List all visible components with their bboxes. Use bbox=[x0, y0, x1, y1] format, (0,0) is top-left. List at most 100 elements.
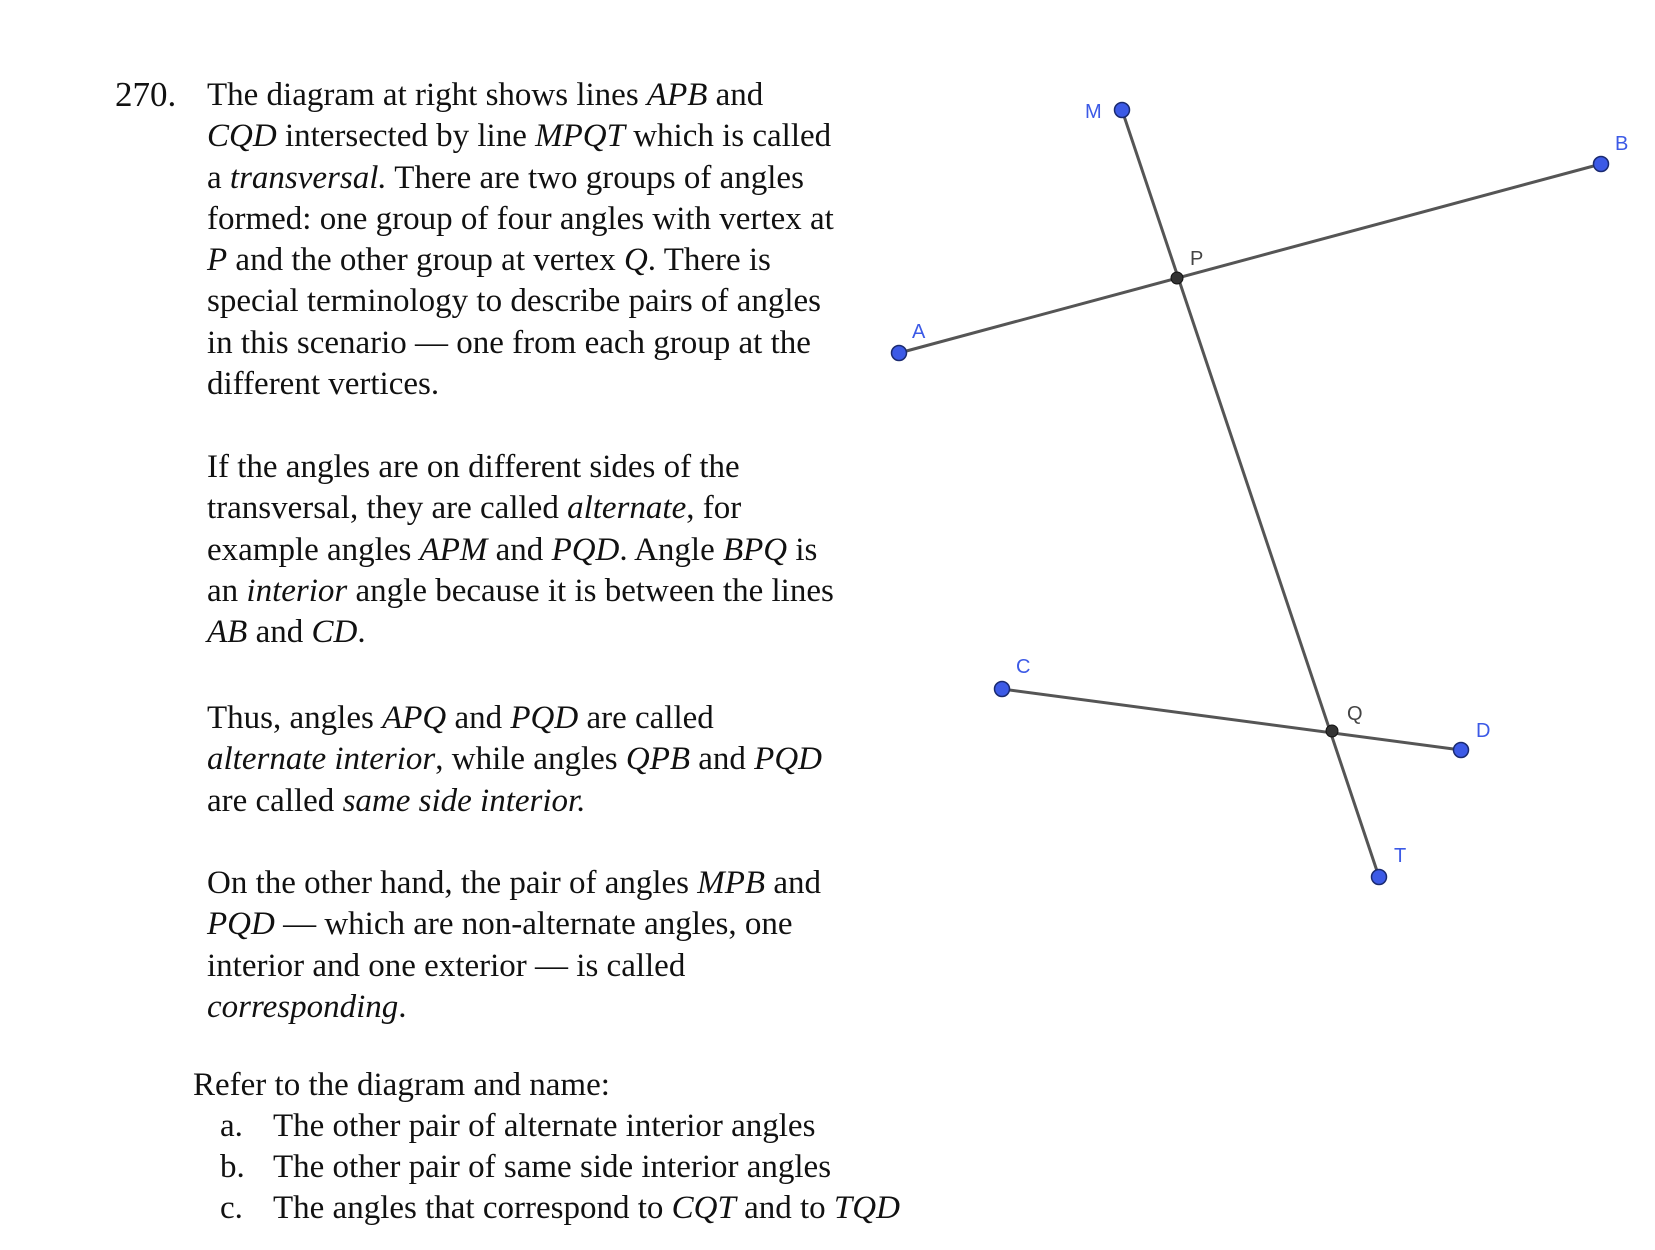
paragraph-4: On the other hand, the pair of angles MP… bbox=[207, 863, 821, 1028]
text-line: a transversal. There are two groups of a… bbox=[207, 158, 834, 199]
text-run: The diagram at right shows lines bbox=[207, 77, 647, 113]
point-B bbox=[1592, 155, 1610, 173]
italic-term: interior bbox=[246, 572, 348, 609]
text-line: If the angles are on different sides of … bbox=[207, 447, 834, 488]
text-run: in this scenario — one from each group a… bbox=[207, 324, 811, 361]
text-line: AB and CD. bbox=[207, 612, 834, 653]
problem-number: 270. bbox=[115, 75, 177, 114]
question-item-c: c. The angles that correspond to CQT and … bbox=[220, 1188, 940, 1230]
text-line: corresponding. bbox=[207, 987, 821, 1028]
text-line: example angles APM and PQD. Angle BPQ is bbox=[207, 530, 834, 571]
italic-term: MPQT bbox=[535, 118, 625, 155]
text-run: interior and one exterior — is called bbox=[207, 947, 686, 984]
text-run: a bbox=[207, 159, 230, 196]
text-run: and bbox=[247, 614, 312, 651]
text-line: different vertices. bbox=[207, 364, 834, 405]
text-run: . Angle bbox=[619, 531, 723, 568]
text-run: On the other hand, the pair of angles bbox=[207, 865, 698, 901]
italic-term: APM bbox=[419, 531, 488, 568]
text-run: and bbox=[707, 77, 764, 113]
point-label-M: M bbox=[1085, 101, 1102, 123]
text-line: transversal, they are called alternate, … bbox=[207, 488, 834, 529]
text-line: in this scenario — one from each group a… bbox=[207, 323, 834, 364]
italic-term: AB bbox=[207, 614, 248, 651]
point-label-A: A bbox=[912, 321, 926, 343]
segment-AB bbox=[898, 162, 1602, 355]
point-label-D: D bbox=[1476, 720, 1490, 742]
italic-term: PQD bbox=[754, 741, 822, 778]
text-run: angle because it is between the lines bbox=[347, 572, 834, 609]
italic-term: TQD bbox=[833, 1190, 900, 1226]
italic-term: same side interior. bbox=[342, 782, 586, 819]
item-text: The angles that correspond to CQT and to… bbox=[273, 1188, 900, 1229]
text-run: different vertices. bbox=[207, 366, 440, 403]
point-label-C: C bbox=[1016, 656, 1030, 678]
item-text: The other pair of alternate interior ang… bbox=[273, 1106, 815, 1147]
point-M bbox=[1113, 101, 1131, 119]
text-line: special terminology to describe pairs of… bbox=[207, 281, 834, 322]
text-run: which is called bbox=[624, 118, 832, 155]
point-label-B: B bbox=[1615, 133, 1628, 155]
text-line: On the other hand, the pair of angles MP… bbox=[207, 863, 821, 904]
text-run: Thus, angles bbox=[207, 700, 383, 736]
question-item-b: b. The other pair of same side interior a… bbox=[220, 1147, 940, 1189]
italic-term: P bbox=[207, 242, 228, 279]
italic-term: CQT bbox=[671, 1190, 736, 1226]
text-run: . bbox=[357, 614, 366, 651]
point-C bbox=[993, 680, 1011, 698]
text-run: The other pair of same side interior ang… bbox=[273, 1149, 832, 1185]
italic-term: APQ bbox=[382, 700, 447, 736]
item-marker: c. bbox=[220, 1190, 243, 1226]
text-run: and bbox=[487, 531, 552, 568]
segment-CD bbox=[1001, 687, 1462, 752]
point-T bbox=[1370, 868, 1388, 886]
italic-term: QPB bbox=[625, 741, 691, 778]
italic-term: CD bbox=[311, 614, 358, 651]
text-line: P and the other group at vertex Q. There… bbox=[207, 240, 834, 281]
point-Q bbox=[1325, 724, 1339, 738]
point-label-Q: Q bbox=[1347, 703, 1363, 725]
text-run: If the angles are on different sides of … bbox=[207, 449, 740, 485]
text-line: PQD — which are non-alternate angles, on… bbox=[207, 904, 821, 945]
text-line: an interior angle because it is between … bbox=[207, 571, 834, 612]
italic-term: PQD bbox=[551, 531, 620, 568]
text-line: are called same side interior. bbox=[207, 781, 822, 822]
item-marker: a. bbox=[220, 1108, 243, 1144]
question-item-a: a. The other pair of alternate interior a… bbox=[220, 1106, 940, 1148]
point-P bbox=[1170, 271, 1184, 285]
text-run: example angles bbox=[207, 531, 420, 568]
item-text: The other pair of same side interior ang… bbox=[273, 1147, 831, 1188]
text-run: are called bbox=[578, 700, 714, 736]
segment-MT bbox=[1120, 109, 1381, 878]
text-run: The other pair of alternate interior ang… bbox=[273, 1108, 816, 1144]
paragraph-2: If the angles are on different sides of … bbox=[207, 447, 834, 653]
text-run: and to bbox=[735, 1190, 834, 1226]
text-run: and bbox=[765, 865, 821, 901]
point-label-T: T bbox=[1394, 845, 1406, 867]
text-run: formed: one group of four angles with ve… bbox=[207, 200, 834, 237]
text-run: are called bbox=[207, 782, 343, 819]
text-run: The angles that correspond to bbox=[273, 1190, 672, 1226]
text-run: transversal, they are called bbox=[207, 490, 568, 527]
italic-term: corresponding bbox=[207, 988, 399, 1025]
question-prompt: Refer to the diagram and name: bbox=[193, 1067, 610, 1103]
point-D bbox=[1452, 741, 1470, 759]
italic-term: alternate bbox=[567, 490, 687, 527]
point-A bbox=[890, 344, 908, 362]
italic-term: MPB bbox=[697, 865, 766, 901]
text-line: interior and one exterior — is called bbox=[207, 946, 821, 987]
italic-term: BPQ bbox=[722, 531, 788, 568]
italic-term: CQD bbox=[207, 118, 277, 155]
italic-term: APB bbox=[646, 77, 708, 113]
text-line: The diagram at right shows lines APB and bbox=[207, 75, 834, 116]
text-run: There are two groups of angles bbox=[386, 159, 804, 196]
text-run: special terminology to describe pairs of… bbox=[207, 283, 821, 320]
item-marker: b. bbox=[220, 1149, 245, 1185]
text-run: . There is bbox=[647, 242, 771, 279]
text-run: . bbox=[398, 988, 407, 1025]
text-run: and bbox=[446, 700, 511, 736]
text-line: CQD intersected by line MPQT which is ca… bbox=[207, 116, 834, 157]
text-run: intersected by line bbox=[276, 118, 536, 155]
